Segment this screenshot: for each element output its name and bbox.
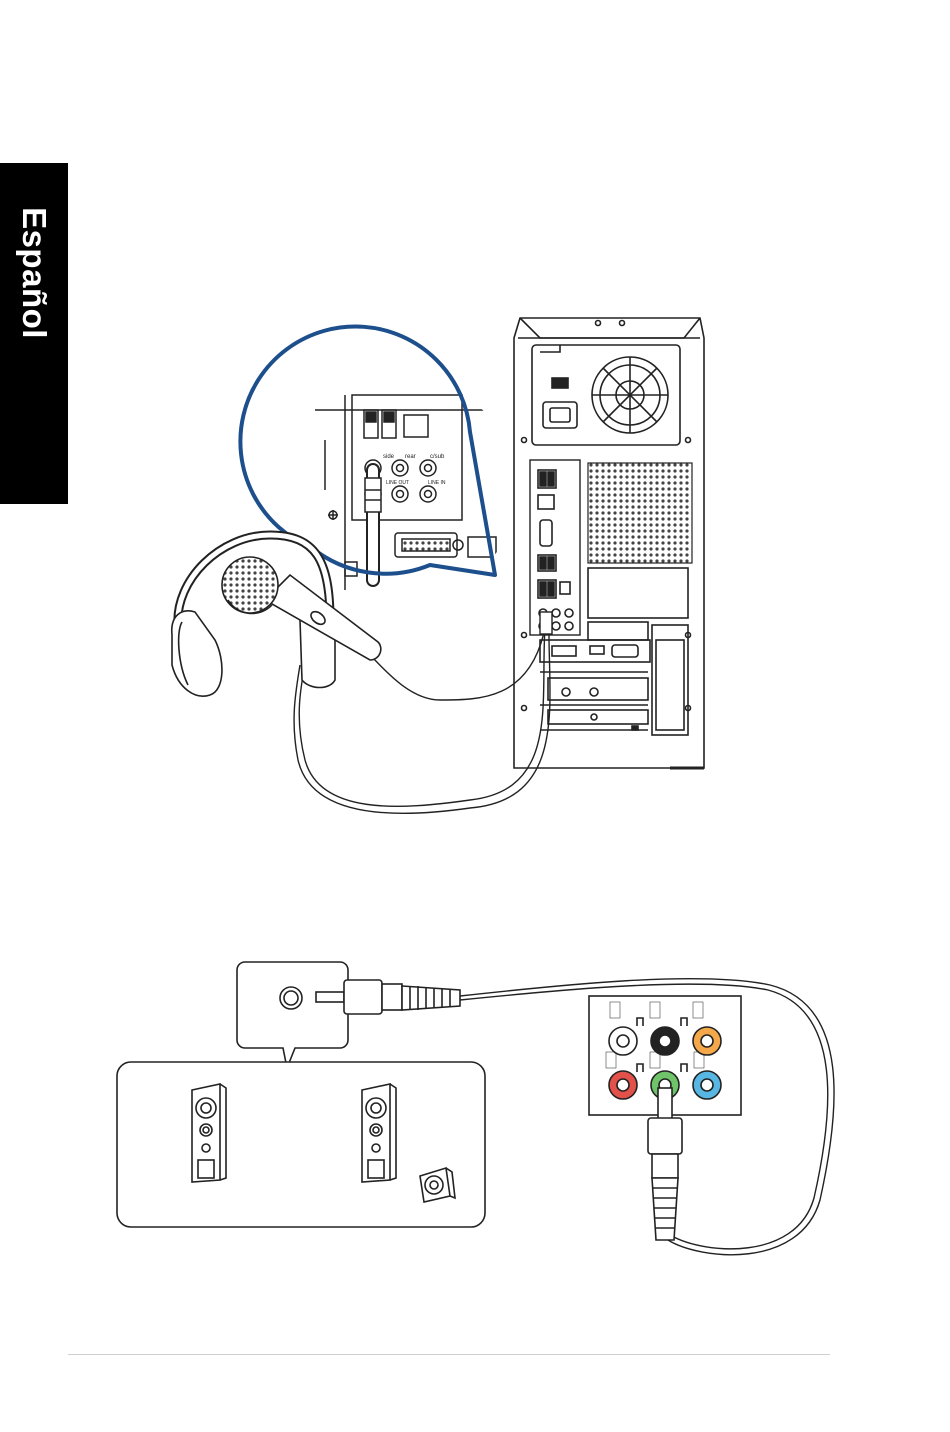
pc-tower-rear-icon (514, 318, 704, 768)
port-label-line-out: LINE OUT (386, 480, 409, 486)
zoom-callout-icon: side rear c/sub LINE OUT LINE IN (240, 327, 500, 590)
port-label-rear: rear (405, 454, 416, 460)
footer-divider (68, 1354, 830, 1355)
port-label-csub: c/sub (430, 454, 445, 460)
audio-jack-panel-icon (589, 996, 741, 1240)
port-label-side: side (383, 454, 395, 460)
port-label-line-in: LINE IN (428, 480, 446, 486)
speakers-group (117, 1062, 485, 1227)
